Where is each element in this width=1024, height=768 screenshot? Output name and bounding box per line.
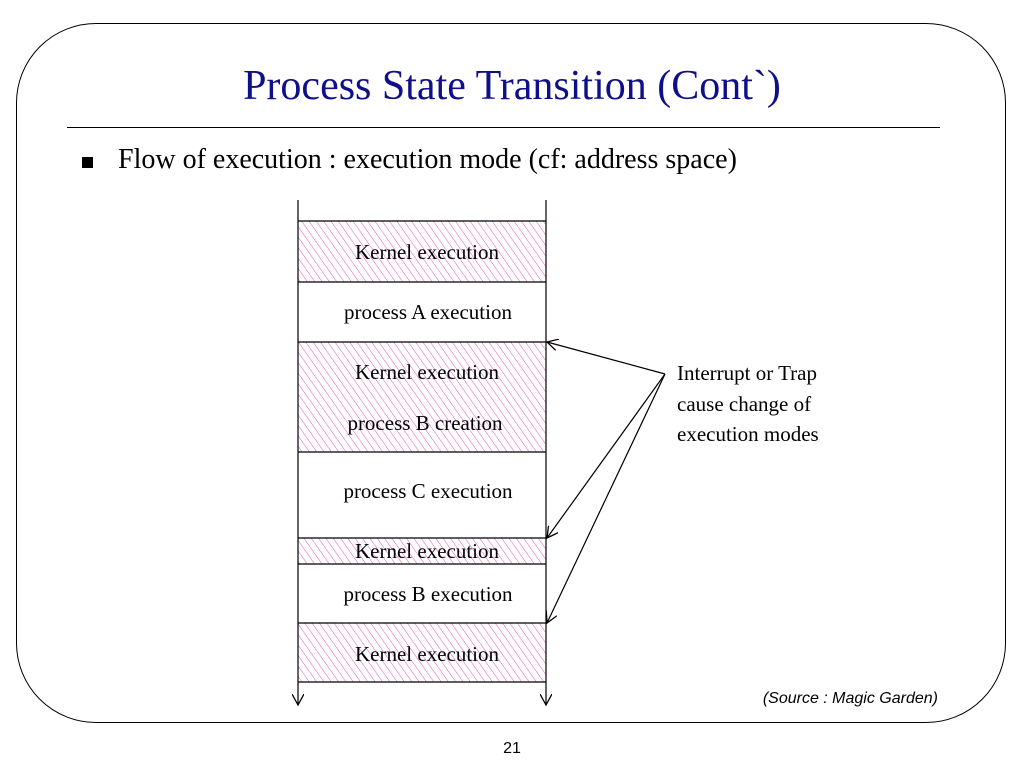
block-label: Kernel execution (355, 240, 500, 264)
block-label: process A execution (344, 300, 512, 324)
block-label: process B creation (347, 411, 503, 435)
title-divider (67, 127, 940, 128)
annotation-line: Interrupt or Trap (677, 361, 817, 385)
annotation-line: cause change of (677, 392, 811, 416)
slide-title: Process State Transition (Cont`) (243, 63, 781, 109)
annotation-line: execution modes (677, 422, 819, 446)
block-label: process C execution (343, 479, 513, 503)
transition-arrow (547, 373, 666, 623)
transition-arrow (547, 342, 666, 375)
page-number: 21 (503, 740, 521, 757)
block-label: Kernel execution (355, 360, 500, 384)
kernel-region (298, 623, 546, 682)
bullet-square-icon (82, 157, 93, 168)
block-label: Kernel execution (355, 642, 500, 666)
block-label: Kernel execution (355, 539, 500, 563)
block-label: process B execution (343, 582, 513, 606)
transition-arrow (547, 373, 666, 538)
kernel-region (298, 221, 546, 282)
source-citation: (Source : Magic Garden) (762, 690, 938, 707)
slide-frame (16, 23, 1006, 723)
kernel-region (298, 538, 546, 564)
bullet-text: Flow of execution : execution mode (cf: … (118, 144, 737, 175)
kernel-region (298, 342, 546, 452)
